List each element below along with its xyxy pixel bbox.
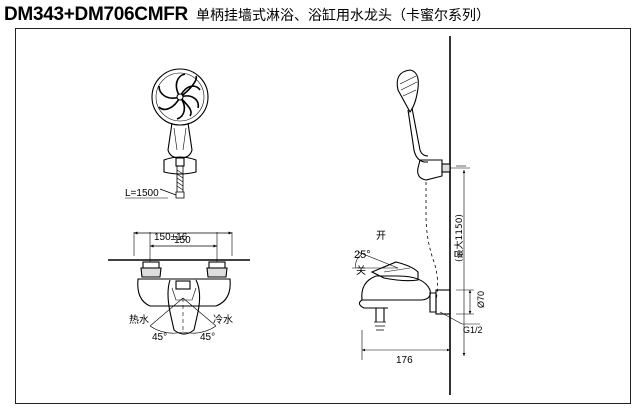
- mixer-front: [108, 231, 250, 335]
- model-number: DM343+DM706CMFR: [4, 4, 188, 25]
- hot-water-label: 热水: [129, 313, 149, 326]
- angle-left-label: 45°: [152, 332, 167, 343]
- drawing-frame: [15, 28, 631, 404]
- centers-label: 150: [174, 235, 191, 246]
- hose-length-label: L=1500: [125, 188, 159, 199]
- close-label: 关: [356, 264, 366, 277]
- centers-tolerance-label: 150±16: [154, 232, 188, 243]
- projection-label: 176: [396, 355, 413, 366]
- lever-angle-label: 25°: [354, 249, 371, 261]
- open-label: 开: [376, 231, 386, 242]
- product-description: 单柄挂墙式淋浴、浴缸用水龙头（卡蜜尔系列）: [195, 8, 490, 24]
- wall-bracket: [163, 156, 197, 175]
- angle-right-label: 45°: [200, 332, 215, 343]
- diverter-knob: [375, 308, 385, 322]
- max-height-label: (最大1150): [453, 214, 465, 262]
- cold-water-label: 冷水: [213, 313, 233, 326]
- handshower-front: [151, 68, 209, 199]
- diameter-label: Ø70: [476, 291, 486, 308]
- side-view: [352, 36, 480, 395]
- title-bar: DM343+DM706CMFR 单柄挂墙式淋浴、浴缸用水龙头（卡蜜尔系列）: [4, 4, 490, 26]
- thread-label: G1/2: [463, 325, 483, 335]
